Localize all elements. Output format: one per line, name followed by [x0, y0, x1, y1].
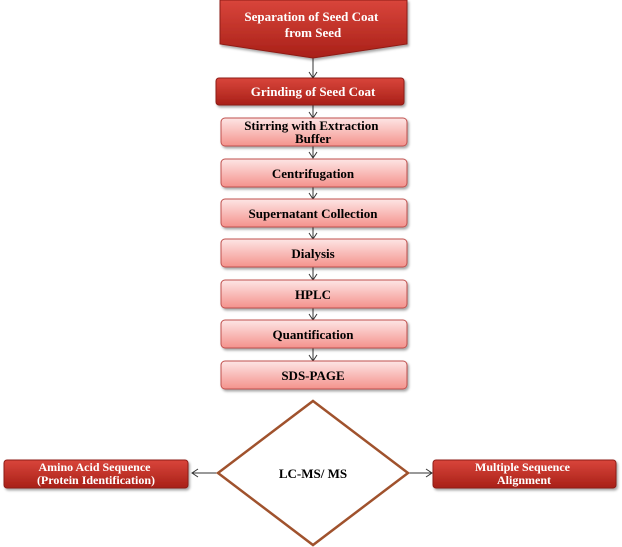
step-centrifugation: Centrifugation: [220, 158, 408, 188]
output-amino-acid-line-1: Amino Acid Sequence: [38, 460, 151, 474]
step-hplc-shape: [220, 279, 408, 309]
step-stirring: Stirring with Extraction Buffer: [220, 117, 408, 147]
step-hplc: HPLC: [220, 279, 408, 309]
output-amino-acid-line-2: (Protein Identification): [37, 473, 155, 487]
decision-lcms: LC-MS/ MS: [215, 399, 411, 547]
arrowhead-3: [308, 151, 318, 159]
step-supernatant-shape: [220, 198, 408, 228]
decision-lcms-line-1: LC-MS/ MS: [279, 466, 347, 481]
output-msa-line-2: Alignment: [497, 473, 551, 487]
step-sds-page: SDS-PAGE: [220, 360, 408, 390]
step-grinding-label: Grinding of Seed Coat: [251, 84, 376, 99]
step-hplc-label: HPLC: [295, 287, 331, 302]
arrowhead-right: [425, 468, 433, 478]
step-stirring-shape: [220, 117, 408, 147]
output-msa-line-1: Multiple Sequence: [475, 460, 571, 474]
output-msa-label: Multiple Sequence Alignment: [475, 460, 573, 487]
step-grinding: Grinding of Seed Coat: [215, 77, 405, 106]
step-separation-line-1: Separation of Seed Coat: [244, 9, 379, 24]
step-supernatant: Supernatant Collection: [220, 198, 408, 228]
step-separation: Separation of Seed Coat from Seed: [219, 0, 408, 59]
step-hplc-line-1: HPLC: [295, 287, 331, 302]
step-separation-shape: [219, 0, 408, 59]
step-centrifugation-shape: [220, 158, 408, 188]
step-quantification-label: Quantification: [273, 327, 355, 342]
step-centrifugation-label: Centrifugation: [272, 166, 355, 181]
step-dialysis-shape: [220, 238, 408, 268]
step-supernatant-label: Supernatant Collection: [249, 206, 379, 221]
step-separation-line-2: from Seed: [285, 25, 342, 40]
step-centrifugation-line-1: Centrifugation: [272, 166, 355, 181]
step-grinding-line-1: Grinding of Seed Coat: [251, 84, 376, 99]
step-dialysis-line-1: Dialysis: [291, 246, 334, 261]
step-supernatant-line-1: Supernatant Collection: [249, 206, 379, 221]
step-grinding-shape: [215, 77, 405, 106]
output-msa-shape: [432, 459, 617, 489]
step-quantification: Quantification: [220, 319, 408, 349]
output-amino-acid-shape: [3, 459, 189, 489]
decision-lcms-shape: [215, 399, 411, 547]
step-stirring-label: Stirring with Extraction Buffer: [244, 118, 382, 146]
output-amino-acid-label: Amino Acid Sequence (Protein Identificat…: [37, 460, 155, 487]
step-dialysis-label: Dialysis: [291, 246, 334, 261]
step-quantification-line-1: Quantification: [273, 327, 355, 342]
output-amino-acid: Amino Acid Sequence (Protein Identificat…: [3, 459, 189, 489]
arrowhead-left: [191, 468, 199, 478]
output-msa: Multiple Sequence Alignment: [432, 459, 617, 489]
step-sds-page-line-1: SDS-PAGE: [281, 368, 344, 383]
step-stirring-line-1: Stirring with Extraction: [244, 118, 379, 133]
decision-lcms-label: LC-MS/ MS: [279, 466, 347, 481]
step-quantification-shape: [220, 319, 408, 349]
step-sds-page-shape: [220, 360, 408, 390]
step-stirring-line-2: Buffer: [295, 131, 331, 146]
step-separation-label: Separation of Seed Coat from Seed: [244, 9, 381, 40]
step-dialysis: Dialysis: [220, 238, 408, 268]
step-sds-page-label: SDS-PAGE: [281, 368, 344, 383]
